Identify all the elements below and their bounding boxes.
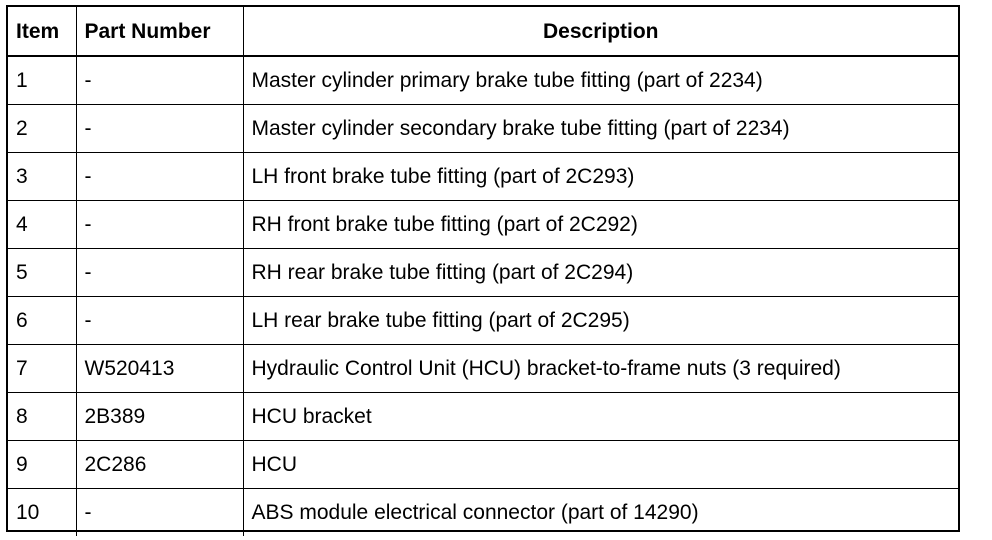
table-row: 9 2C286 HCU [8,440,958,489]
cell-item: 8 [8,392,77,441]
cell-item: 3 [8,152,77,201]
table-row: 1 - Master cylinder primary brake tube f… [8,55,958,105]
column-header-description: Description [242,7,958,57]
table-row: 6 - LH rear brake tube fitting (part of … [8,296,958,345]
cell-description: LH front brake tube fitting (part of 2C2… [242,152,958,201]
cell-description: HCU bracket [242,392,958,441]
cell-part-number: - [75,104,244,153]
table-row: 3 - LH front brake tube fitting (part of… [8,152,958,201]
cell-item: 4 [8,200,77,249]
cell-item: 1 [8,55,77,105]
cell-item: 6 [8,296,77,345]
table-row: 4 - RH front brake tube fitting (part of… [8,200,958,249]
cell-part-number: - [75,296,244,345]
cell-description: HCU [242,440,958,489]
cell-part-number: - [75,248,244,297]
cell-part-number: W520413 [75,344,244,393]
cell-part-number: 2C286 [75,440,244,489]
column-header-item: Item [8,7,77,57]
cell-part-number: - [75,488,244,536]
cell-description: RH rear brake tube fitting (part of 2C29… [242,248,958,297]
cell-item: 5 [8,248,77,297]
cell-item: 10 [8,488,77,536]
cell-description: Hydraulic Control Unit (HCU) bracket-to-… [242,344,958,393]
cell-part-number: 2B389 [75,392,244,441]
table-row: 7 W520413 Hydraulic Control Unit (HCU) b… [8,344,958,393]
cell-description: LH rear brake tube fitting (part of 2C29… [242,296,958,345]
table-header-row: Item Part Number Description [8,7,958,57]
cell-item: 9 [8,440,77,489]
cell-item: 7 [8,344,77,393]
parts-table-frame: Item Part Number Description 1 - Master … [6,5,960,536]
cell-part-number: - [75,55,244,105]
cell-description: Master cylinder secondary brake tube fit… [242,104,958,153]
cell-description: ABS module electrical connector (part of… [242,488,958,536]
parts-table: Item Part Number Description 1 - Master … [8,7,958,536]
cell-description: RH front brake tube fitting (part of 2C2… [242,200,958,249]
table-row: 8 2B389 HCU bracket [8,392,958,441]
table-row: 2 - Master cylinder secondary brake tube… [8,104,958,153]
cell-item: 2 [8,104,77,153]
cell-part-number: - [75,152,244,201]
cell-description: Master cylinder primary brake tube fitti… [242,55,958,105]
column-header-part-number: Part Number [75,7,244,57]
table-row: 5 - RH rear brake tube fitting (part of … [8,248,958,297]
cell-part-number: - [75,200,244,249]
table-row: 10 - ABS module electrical connector (pa… [8,488,958,536]
